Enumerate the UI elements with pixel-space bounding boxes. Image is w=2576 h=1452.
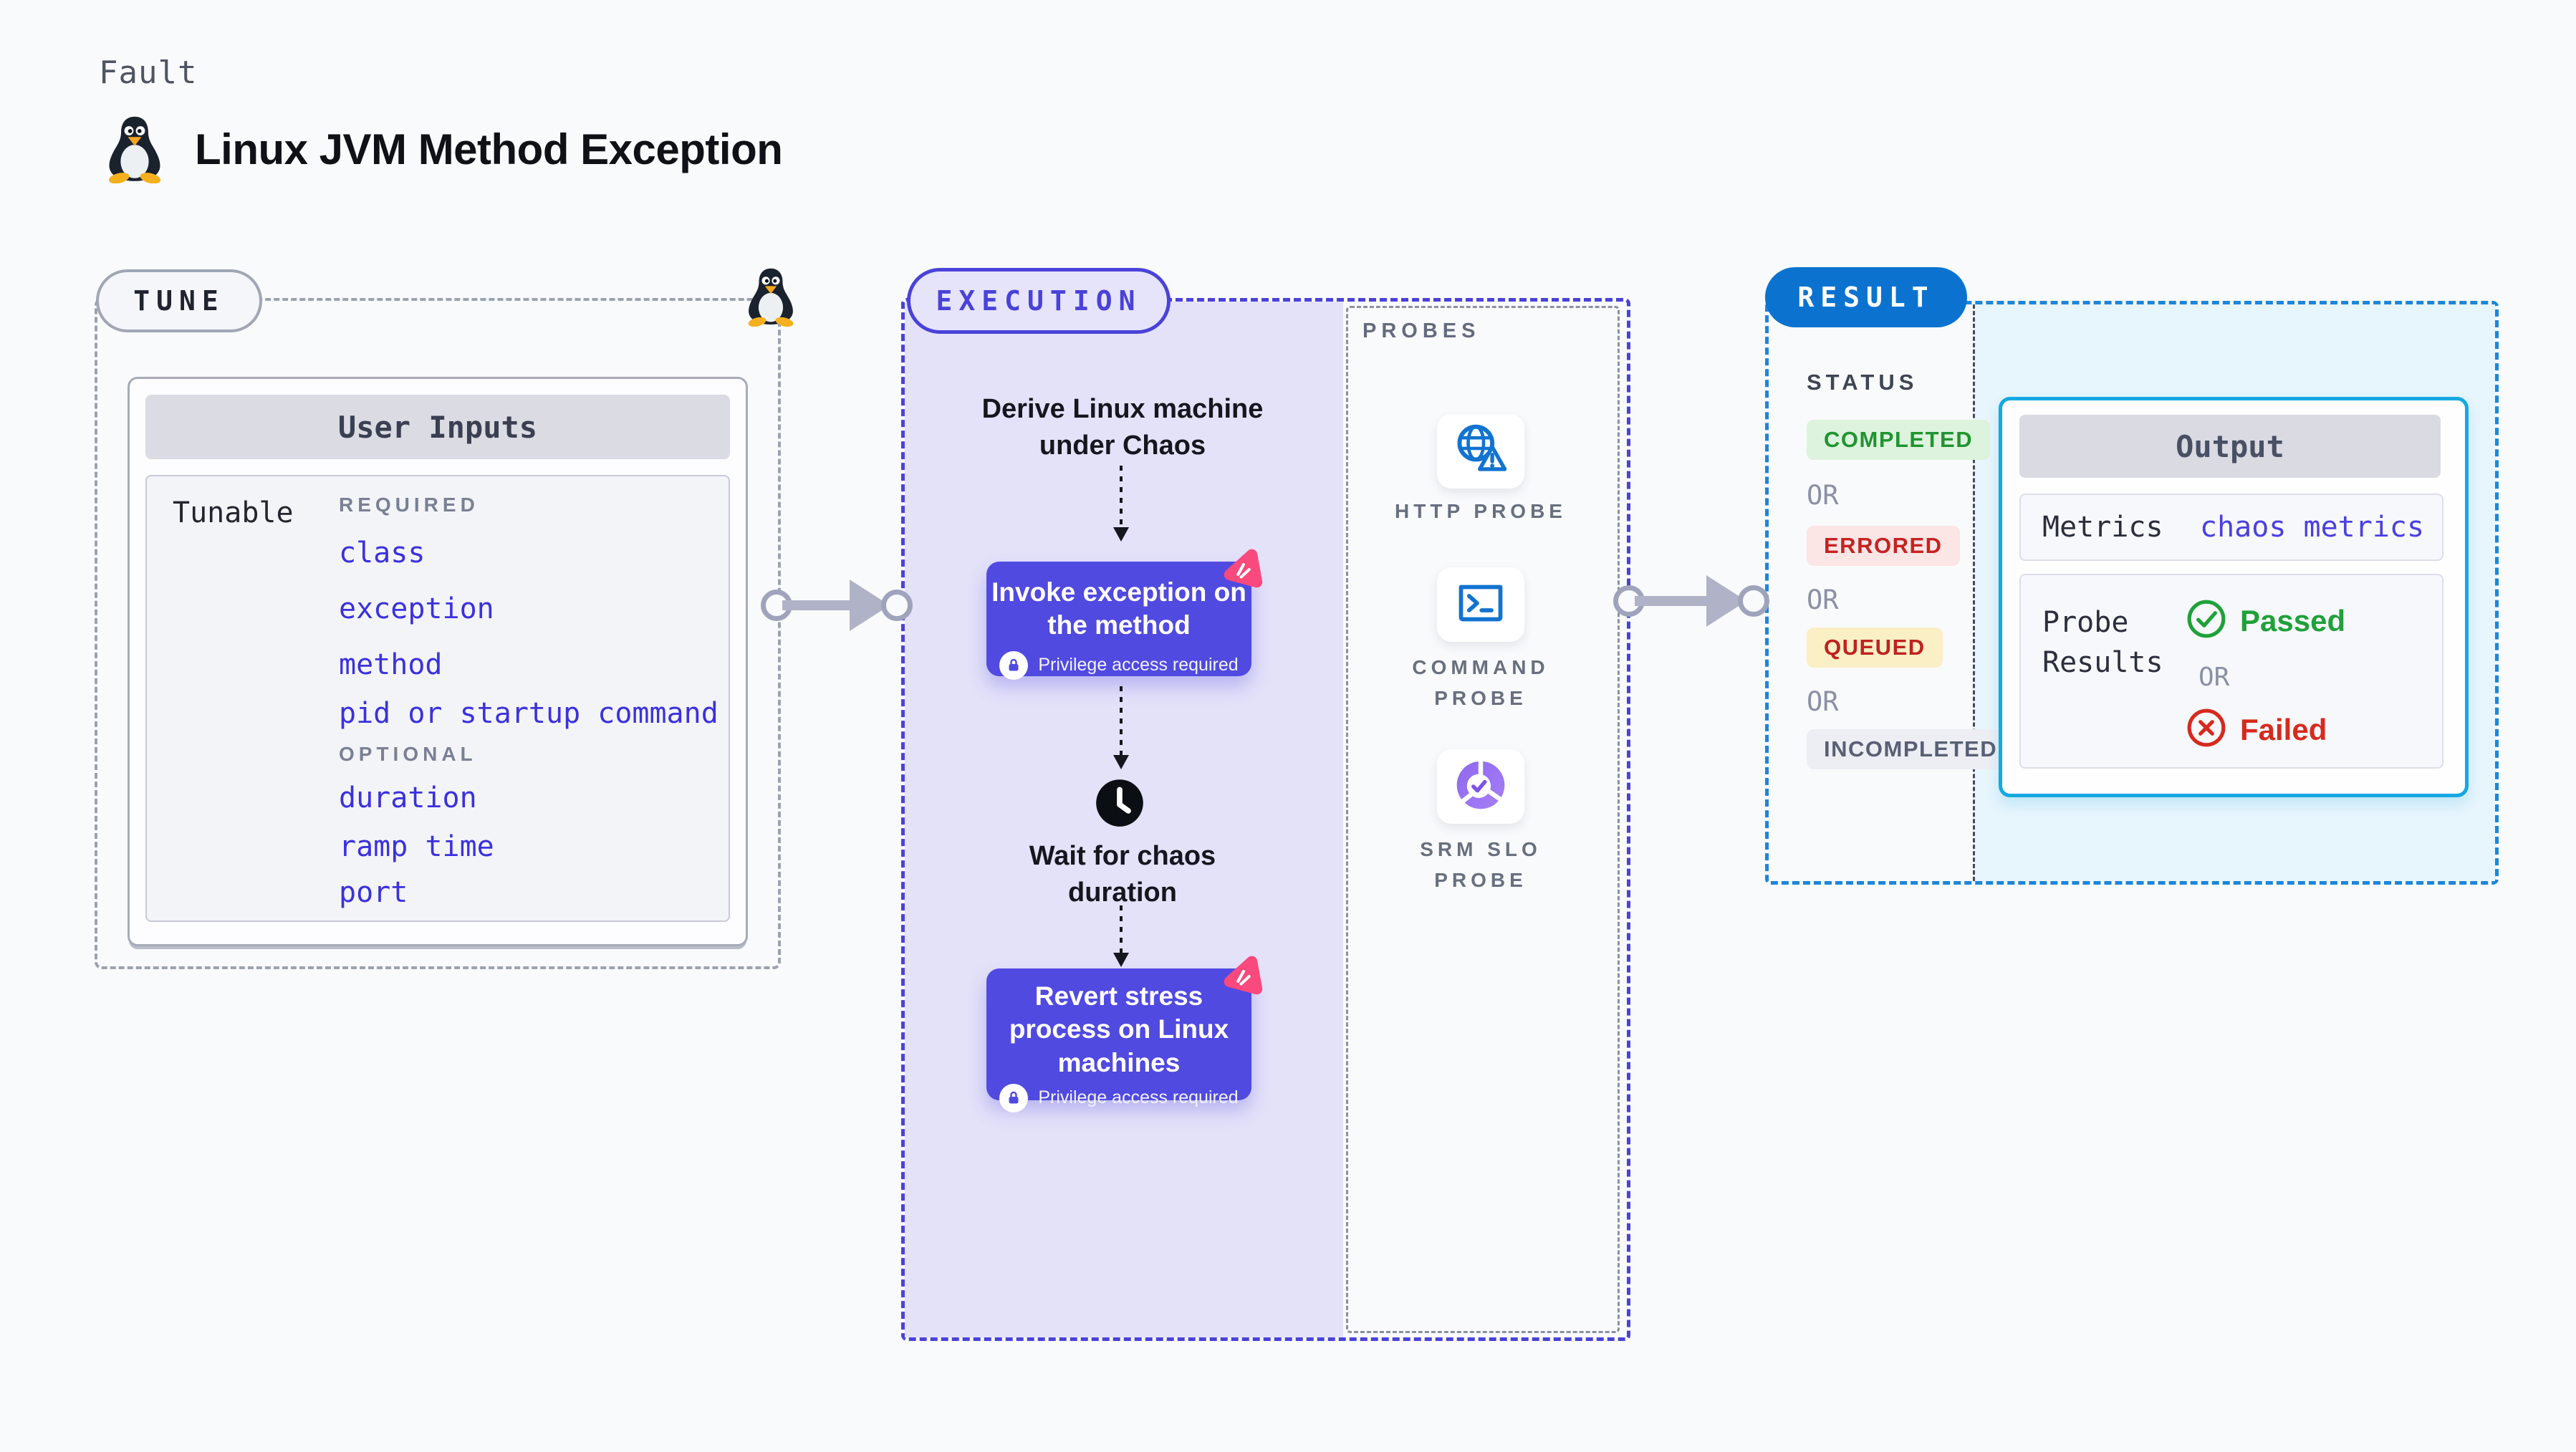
clock-icon (1095, 778, 1145, 828)
chaos-metrics-link[interactable]: chaos metrics (2200, 511, 2425, 544)
arrow-line (1635, 596, 1714, 606)
http-probe-card[interactable] (1437, 414, 1524, 489)
execution-badge: EXECUTION (907, 268, 1171, 334)
chaos-pinwheel-icon (1219, 952, 1268, 1001)
flow-arrow-3 (1113, 905, 1129, 967)
passed-label: Passed (2240, 603, 2346, 638)
tux-penguin-icon (103, 115, 166, 184)
tunable-port[interactable]: port (339, 876, 408, 909)
srm-slo-probe-label: SRM SLO PROBE (1420, 838, 1542, 892)
user-inputs-header: User Inputs (145, 395, 730, 459)
status-badge-queued: QUEUED (1807, 628, 1943, 668)
or-label: OR (1807, 480, 1839, 511)
revert-stress-step: Revert stress process on Linux machines … (986, 956, 1263, 1112)
tunable-exception[interactable]: exception (339, 592, 494, 625)
command-probe-card[interactable] (1437, 567, 1524, 642)
probes-section-box (1346, 306, 1620, 1333)
tunable-method[interactable]: method (339, 648, 443, 681)
tunable-pid-or-startup-command[interactable]: pid or startup command (339, 697, 719, 730)
http-probe-label: HTTP PROBE (1395, 500, 1567, 522)
fault-kicker: Fault (99, 54, 198, 91)
privilege-note: Privilege access required (1038, 655, 1239, 675)
result-status-divider (1973, 304, 1975, 881)
or-label: OR (1807, 585, 1839, 615)
or-label: OR (2198, 663, 2230, 692)
user-inputs-card: User Inputs Tunable REQUIRED class excep… (128, 377, 748, 946)
execution-to-result-arrow (1613, 573, 1769, 629)
tune-to-execution-arrow (761, 577, 913, 633)
status-badge-completed: COMPLETED (1807, 420, 1991, 460)
optional-label: OPTIONAL (339, 743, 477, 765)
tux-penguin-icon-small (744, 266, 798, 327)
or-label: OR (1807, 686, 1839, 717)
result-badge: RESULT (1765, 267, 1967, 327)
invoke-exception-step: Invoke exception on the method Privilege… (986, 549, 1263, 680)
probe-results-row: Probe Results Passed OR Failed (2019, 574, 2443, 769)
flow-arrow-2 (1113, 686, 1129, 769)
arrow-line (782, 600, 857, 610)
page-title: Linux JVM Method Exception (195, 125, 783, 173)
tunable-class[interactable]: class (339, 537, 426, 569)
revert-stress-title: Revert stress process on Linux machines (1009, 981, 1229, 1077)
x-circle-icon (2186, 707, 2227, 752)
probe-results-label: Probe Results (2042, 606, 2163, 679)
step-derive-text: Derive Linux machine under Chaos (981, 394, 1264, 461)
tunables-table: Tunable REQUIRED class exception method … (145, 475, 730, 922)
chaos-pinwheel-icon (1219, 545, 1268, 594)
arrow-end-node (1738, 585, 1769, 617)
srm-slo-probe-icon (1451, 756, 1510, 818)
command-probe-label: COMMAND PROBE (1412, 656, 1549, 710)
output-header: Output (2019, 415, 2441, 478)
lock-icon (999, 650, 1029, 680)
required-label: REQUIRED (339, 494, 479, 516)
status-badge-errored: ERRORED (1807, 526, 1960, 566)
output-card: Output Metrics chaos metrics Probe Resul… (1999, 397, 2469, 797)
http-probe-icon (1450, 419, 1512, 484)
metrics-row: Metrics chaos metrics (2019, 494, 2443, 561)
probes-label: PROBES (1363, 319, 1481, 342)
check-circle-icon (2186, 598, 2227, 643)
tunable-row-label: Tunable (173, 496, 294, 529)
step-wait-text: Wait for chaos duration (1029, 841, 1216, 908)
tunable-duration[interactable]: duration (339, 782, 477, 814)
srm-slo-probe-card[interactable] (1437, 749, 1524, 824)
invoke-exception-title: Invoke exception on the method (991, 577, 1246, 640)
tunable-ramp-time[interactable]: ramp time (339, 830, 494, 863)
flow-arrow-1 (1113, 466, 1129, 542)
tune-badge: TUNE (96, 269, 262, 332)
status-label: STATUS (1807, 370, 1918, 395)
failed-label: Failed (2240, 712, 2327, 746)
metrics-label: Metrics (2042, 511, 2163, 544)
tune-section-box (95, 298, 781, 969)
privilege-note: Privilege access required (1038, 1087, 1239, 1108)
command-probe-icon (1452, 574, 1509, 635)
status-badge-incompleted: INCOMPLETED (1807, 729, 2015, 769)
lock-icon (999, 1083, 1029, 1112)
arrow-end-node (881, 590, 913, 621)
